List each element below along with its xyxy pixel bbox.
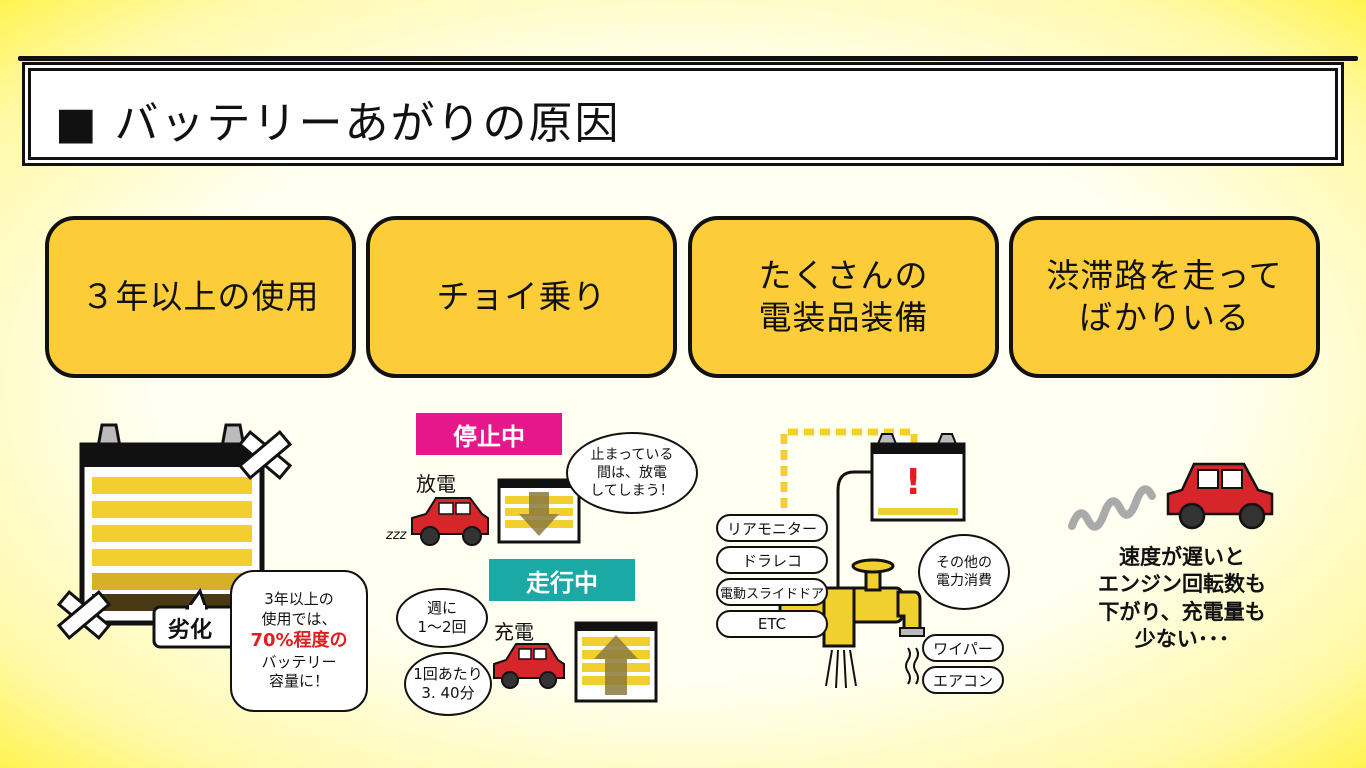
faucet-illustration — [778, 428, 966, 689]
caption-line: 速度が遅いと — [1119, 545, 1245, 569]
caption-line: エンジン回転数も — [1098, 572, 1266, 597]
note-line: 使用では、 — [261, 609, 337, 628]
frequency-bubble: 週に 1〜2回 — [396, 588, 488, 648]
note-line: その他の — [936, 554, 992, 571]
card-line: たくさんの — [758, 255, 929, 295]
top-rule — [18, 56, 1358, 61]
other-consumption-bubble: その他の 電力消費 — [918, 534, 1010, 610]
device-pill: ドラレコ — [716, 546, 828, 574]
card-line: ばかりいる — [1079, 298, 1250, 337]
car-icon — [411, 497, 489, 546]
device-pill: エアコン — [922, 666, 1004, 694]
caption-line: 下がり、充電量も — [1098, 599, 1266, 624]
caption-line: 少ない･･･ — [1134, 626, 1230, 651]
note-line: バッテリー — [261, 652, 337, 671]
running-label: 走行中 — [489, 559, 635, 601]
sleep-zzz: zzz — [386, 528, 407, 543]
exhaust-squiggle-icon — [1068, 485, 1156, 531]
note-line: 3. 40分 — [421, 684, 475, 702]
title-box: ■ バッテリーあがりの原因 — [28, 68, 1338, 160]
degradation-label: 劣化 — [168, 618, 213, 643]
capacity-note: 3年以上の 使用では、 70%程度の バッテリー 容量に！ — [230, 570, 368, 712]
car-icon — [1166, 462, 1274, 530]
car-icon — [493, 643, 565, 689]
note-line: 容量に！ — [268, 672, 329, 691]
charge-label: 充電 — [494, 620, 534, 644]
note-line: してしまう！ — [590, 483, 674, 500]
duration-bubble: 1回あたり 3. 40分 — [404, 652, 492, 716]
note-line: 3年以上の — [264, 590, 334, 609]
note-line: 止まっている — [590, 446, 674, 463]
charging-battery-icon — [574, 621, 658, 703]
cause-card-traffic: 渋滞路を走って ばかりいる — [1009, 216, 1320, 378]
device-pill: ETC — [716, 610, 828, 638]
card-line: ３年以上の使用 — [81, 276, 320, 316]
device-pill: ワイパー — [922, 634, 1004, 662]
traffic-caption: 速度が遅いと エンジン回転数も 下がり、充電量も 少ない･･･ — [1068, 544, 1296, 653]
cause-card-equipment: たくさんの 電装品装備 — [688, 216, 999, 378]
note-line: 間は、放電 — [597, 464, 667, 481]
note-red-line: 70%程度の — [250, 630, 348, 652]
device-pill: リアモニター — [716, 514, 828, 542]
stopped-label: 停止中 — [416, 413, 562, 455]
note-line: 1回あたり — [413, 664, 483, 683]
discharge-label: 放電 — [416, 472, 456, 496]
aged-battery-illustration — [56, 423, 293, 649]
page-title: ■ バッテリーあがりの原因 — [55, 98, 621, 149]
card-line: 電装品装備 — [758, 298, 929, 337]
discharging-battery-icon — [497, 478, 581, 544]
stopped-note-bubble: 止まっている 間は、放電 してしまう！ — [566, 432, 698, 514]
card-line: チョイ乗り — [436, 276, 607, 316]
cause-card-short-trip: チョイ乗り — [366, 216, 677, 378]
warning-mark: ! — [905, 462, 922, 503]
note-line: 電力消費 — [936, 573, 992, 589]
note-line: 週に — [426, 598, 457, 617]
note-line: 1〜2回 — [417, 618, 467, 636]
cause-card-age: ３年以上の使用 — [45, 216, 356, 378]
device-pill: 電動スライドドア — [716, 578, 828, 606]
card-line: 渋滞路を走って — [1046, 255, 1283, 295]
